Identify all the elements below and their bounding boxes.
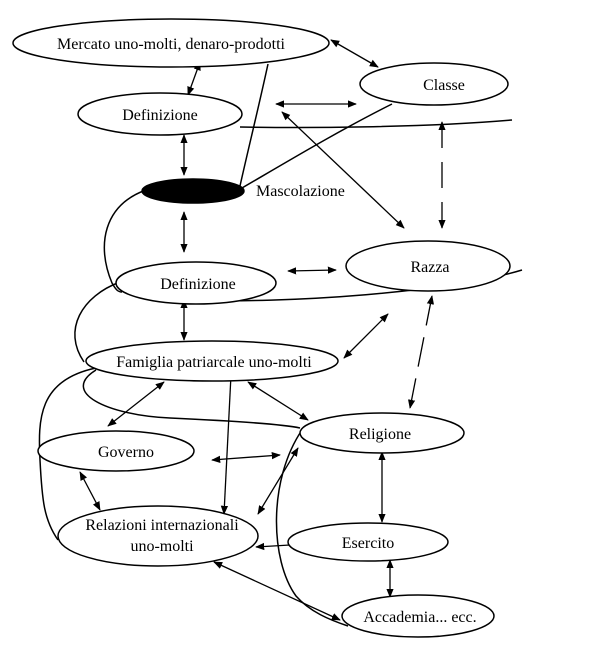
curve-mascolazione-left-loop xyxy=(103,189,147,293)
label-religione: Religione xyxy=(349,426,411,443)
node-mercato: Mercato uno-molti, denaro-prodotti xyxy=(12,18,330,68)
curve-definizione-to-classe xyxy=(239,119,513,129)
node-classe: Classe xyxy=(359,62,509,106)
arrow-esercito-relazioni xyxy=(255,542,291,551)
label-razza: Razza xyxy=(410,259,449,276)
label-definizione-mid: Definizione xyxy=(160,276,236,293)
label-relazioni-line2: uno-molti xyxy=(130,538,194,555)
label-mascolazione: Mascolazione xyxy=(256,183,345,200)
arrow-famiglia-governo xyxy=(107,381,165,427)
arrow-definizione-razza xyxy=(281,111,405,229)
arrow-mercato-definizione xyxy=(187,61,201,96)
label-famiglia: Famiglia patriarcale uno-molti xyxy=(116,354,312,371)
arrow-definizione-razza-horizontal xyxy=(287,266,337,275)
label-mercato: Mercato uno-molti, denaro-prodotti xyxy=(57,36,285,53)
curve-famiglia-left-loop xyxy=(38,367,97,541)
node-religione: Religione xyxy=(299,412,465,454)
node-mascolazione: Mascolazione xyxy=(141,178,345,204)
node-accademia: Accademia... ecc. xyxy=(341,594,495,638)
arrow-razza-famiglia xyxy=(343,313,389,359)
label-classe: Classe xyxy=(423,77,465,94)
node-razza: Razza xyxy=(345,240,511,292)
curve-famiglia-to-religione xyxy=(82,369,301,429)
node-governo: Governo xyxy=(37,430,195,472)
node-definizione-mid: Definizione xyxy=(115,261,277,305)
arrow-mercato-classe xyxy=(330,39,379,68)
arrow-relazioni-accademia xyxy=(213,561,341,621)
node-relazioni: Relazioni internazionali uno-molti xyxy=(57,505,259,567)
curve-definizione-left-loop xyxy=(74,281,121,363)
label-esercito: Esercito xyxy=(342,535,394,552)
arrow-governo-relazioni xyxy=(79,471,101,511)
label-definizione-top: Definizione xyxy=(122,107,198,124)
arrow-governo-religione xyxy=(211,451,281,464)
node-definizione-top: Definizione xyxy=(77,92,243,136)
arrow-famiglia-religione xyxy=(247,381,309,421)
label-governo: Governo xyxy=(98,444,154,461)
node-esercito: Esercito xyxy=(287,522,449,562)
mascolazione-filled-ellipse xyxy=(141,178,245,204)
label-accademia: Accademia... ecc. xyxy=(363,609,476,626)
arrows xyxy=(79,39,446,621)
label-relazioni-line1: Relazioni internazionali xyxy=(85,517,239,534)
arrow-razza-religione xyxy=(408,295,434,409)
node-famiglia: Famiglia patriarcale uno-molti xyxy=(85,340,339,382)
arrow-religione-relazioni xyxy=(257,447,299,515)
